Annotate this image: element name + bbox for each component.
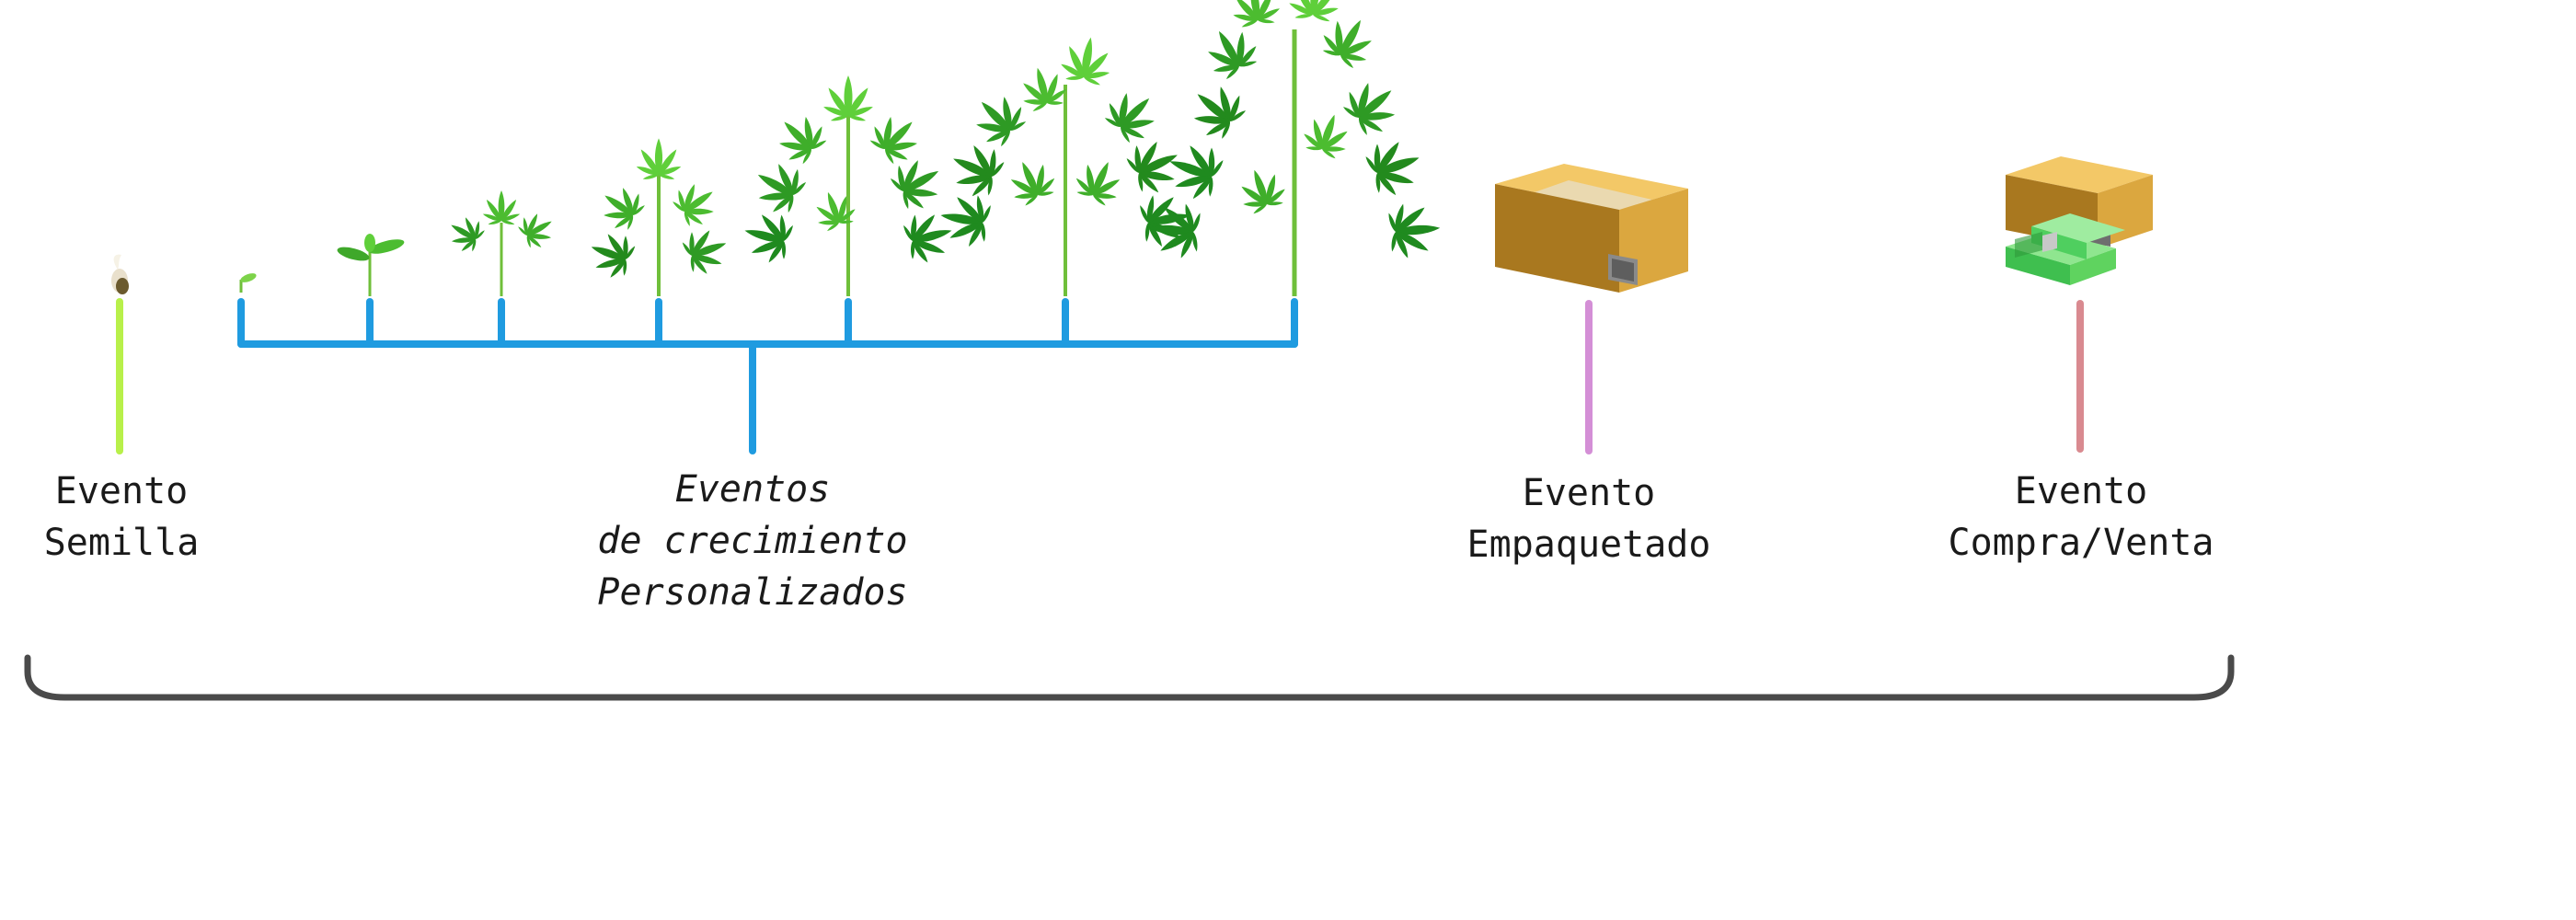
seed-sprout-icon bbox=[111, 254, 129, 294]
money-stack-icon bbox=[2006, 156, 2153, 285]
growth-events-label: Eventos de crecimiento Personalizados bbox=[597, 464, 907, 618]
seed-event-label: Evento Semilla bbox=[44, 466, 200, 569]
packaging-event-label-line2: Empaquetado bbox=[1466, 523, 1711, 566]
cannabis-plant-icon bbox=[239, 0, 1443, 296]
seed-event-label-line2: Semilla bbox=[43, 522, 200, 564]
trade-event-label: Evento Compra/Venta bbox=[1949, 466, 2214, 569]
lifecycle-brace bbox=[24, 654, 2235, 701]
growth-events-label-line1: Eventos bbox=[674, 468, 831, 511]
trade-event-label-line2: Compra/Venta bbox=[1948, 522, 2214, 564]
packaging-event-label: Evento Empaquetado bbox=[1467, 467, 1711, 570]
cardboard-box-icon bbox=[1495, 164, 1688, 293]
packaging-event-label-line1: Evento bbox=[1522, 472, 1656, 514]
seed-event-label-line1: Evento bbox=[54, 470, 189, 512]
growth-event-comb bbox=[237, 298, 1298, 454]
trade-event-label-line1: Evento bbox=[2014, 470, 2148, 512]
growth-events-label-line2: de crecimiento bbox=[597, 520, 908, 562]
growth-events-label-line3: Personalizados bbox=[597, 571, 908, 614]
